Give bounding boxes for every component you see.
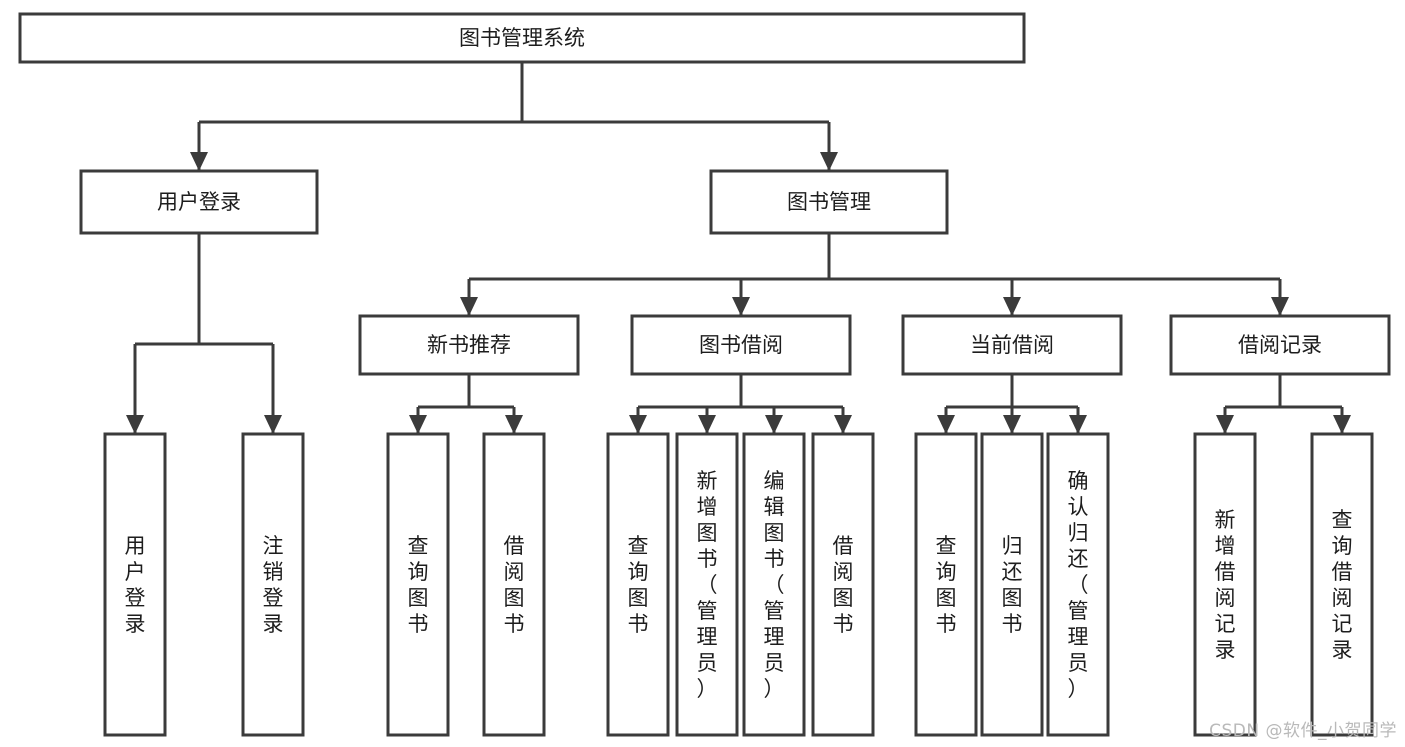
node-leaf-edit-book[interactable]: 编辑图书（管理员） — [742, 432, 806, 737]
arrow-head — [1271, 297, 1289, 316]
node-box — [386, 432, 450, 737]
node-label: 用户登录 — [125, 534, 146, 636]
node-box — [606, 432, 670, 737]
node-label: 借阅图书 — [504, 534, 525, 636]
node-box — [811, 432, 875, 737]
node-leaf-add-book[interactable]: 新增图书（管理员） — [675, 432, 739, 737]
edge-group-root — [190, 62, 838, 171]
node-label: 归还图书 — [1002, 534, 1023, 636]
node-leaf-query-book-rec[interactable]: 查询图书 — [386, 432, 450, 737]
node-box — [1046, 432, 1110, 737]
node-box — [103, 432, 167, 737]
node-book-manage[interactable]: 图书管理 — [709, 169, 949, 235]
node-label: 新增图书（管理员） — [697, 469, 718, 701]
arrow-head — [1216, 415, 1234, 434]
node-leaf-return-book[interactable]: 归还图书 — [980, 432, 1044, 737]
node-label: 新增借阅记录 — [1215, 508, 1236, 662]
node-user-login[interactable]: 用户登录 — [79, 169, 319, 235]
node-leaf-borrow-book-rec[interactable]: 借阅图书 — [482, 432, 546, 737]
node-box — [709, 169, 949, 235]
arrow-head — [409, 415, 427, 434]
node-current-borrow[interactable]: 当前借阅 — [901, 314, 1123, 376]
node-leaf-user-logout[interactable]: 注销登录 — [241, 432, 305, 737]
node-label: 图书管理 — [787, 190, 871, 214]
node-box — [675, 432, 739, 737]
node-leaf-borrow-book-bb[interactable]: 借阅图书 — [811, 432, 875, 737]
arrow-head — [460, 297, 478, 316]
edge-group-borrow-record — [1216, 374, 1351, 434]
node-layer: 图书管理系统用户登录图书管理新书推荐图书借阅当前借阅借阅记录用户登录注销登录查询… — [18, 12, 1391, 737]
node-label: 当前借阅 — [970, 333, 1054, 357]
edge-group-book-borrow — [629, 374, 852, 434]
arrow-head — [765, 415, 783, 434]
edge-layer — [126, 62, 1351, 434]
node-new-book-recommend[interactable]: 新书推荐 — [358, 314, 580, 376]
arrow-head — [264, 415, 282, 434]
arrow-head — [820, 152, 838, 171]
node-box — [1169, 314, 1391, 376]
node-box — [901, 314, 1123, 376]
node-leaf-confirm-return[interactable]: 确认归还（管理员） — [1046, 432, 1110, 737]
node-leaf-query-book-bb[interactable]: 查询图书 — [606, 432, 670, 737]
node-label: 借阅记录 — [1238, 333, 1322, 357]
node-box — [980, 432, 1044, 737]
arrow-head — [834, 415, 852, 434]
node-box — [742, 432, 806, 737]
arrow-head — [126, 415, 144, 434]
arrow-head — [505, 415, 523, 434]
arrow-head — [732, 297, 750, 316]
node-box — [1310, 432, 1374, 737]
node-leaf-query-book-cb[interactable]: 查询图书 — [914, 432, 978, 737]
arrow-head — [1003, 297, 1021, 316]
node-label: 注销登录 — [263, 534, 284, 636]
node-leaf-query-record[interactable]: 查询借阅记录 — [1310, 432, 1374, 737]
node-box — [241, 432, 305, 737]
arrow-head — [1069, 415, 1087, 434]
node-root[interactable]: 图书管理系统 — [18, 12, 1026, 64]
node-label: 查询借阅记录 — [1332, 508, 1353, 662]
node-leaf-add-record[interactable]: 新增借阅记录 — [1193, 432, 1257, 737]
watermark-label: CSDN @软件_小贺同学 — [1209, 721, 1397, 741]
node-label: 新书推荐 — [427, 333, 511, 357]
node-box — [482, 432, 546, 737]
node-label: 编辑图书（管理员） — [764, 469, 785, 701]
node-box — [18, 12, 1026, 64]
node-borrow-record[interactable]: 借阅记录 — [1169, 314, 1391, 376]
node-label: 查询图书 — [628, 534, 649, 636]
node-box — [358, 314, 580, 376]
edge-group-new-book-recommend — [409, 374, 523, 434]
arrow-head — [190, 152, 208, 171]
node-label: 查询图书 — [936, 534, 957, 636]
node-label: 确认归还（管理员） — [1068, 469, 1089, 701]
arrow-head — [1003, 415, 1021, 434]
node-label: 图书借阅 — [699, 333, 783, 357]
node-box — [630, 314, 852, 376]
node-box — [1193, 432, 1257, 737]
edge-group-current-borrow — [937, 374, 1087, 434]
arrow-head — [629, 415, 647, 434]
arrow-head — [937, 415, 955, 434]
node-label: 用户登录 — [157, 190, 241, 214]
node-book-borrow[interactable]: 图书借阅 — [630, 314, 852, 376]
node-box — [79, 169, 319, 235]
node-label: 借阅图书 — [833, 534, 854, 636]
edge-group-book-manage — [460, 233, 1289, 316]
edge-group-user-login — [126, 233, 282, 434]
node-box — [914, 432, 978, 737]
arrow-head — [1333, 415, 1351, 434]
arrow-head — [698, 415, 716, 434]
node-label: 图书管理系统 — [459, 26, 585, 50]
node-leaf-user-login[interactable]: 用户登录 — [103, 432, 167, 737]
node-label: 查询图书 — [408, 534, 429, 636]
